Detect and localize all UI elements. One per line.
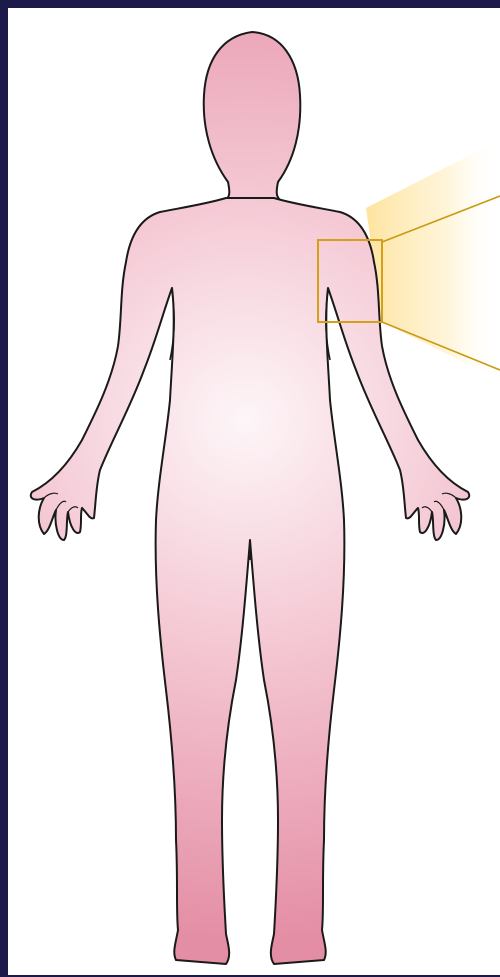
body-diagram-svg: [8, 8, 500, 975]
head-outline: [204, 32, 301, 200]
diagram-panel: [8, 8, 500, 975]
callout-glow: [366, 140, 500, 380]
